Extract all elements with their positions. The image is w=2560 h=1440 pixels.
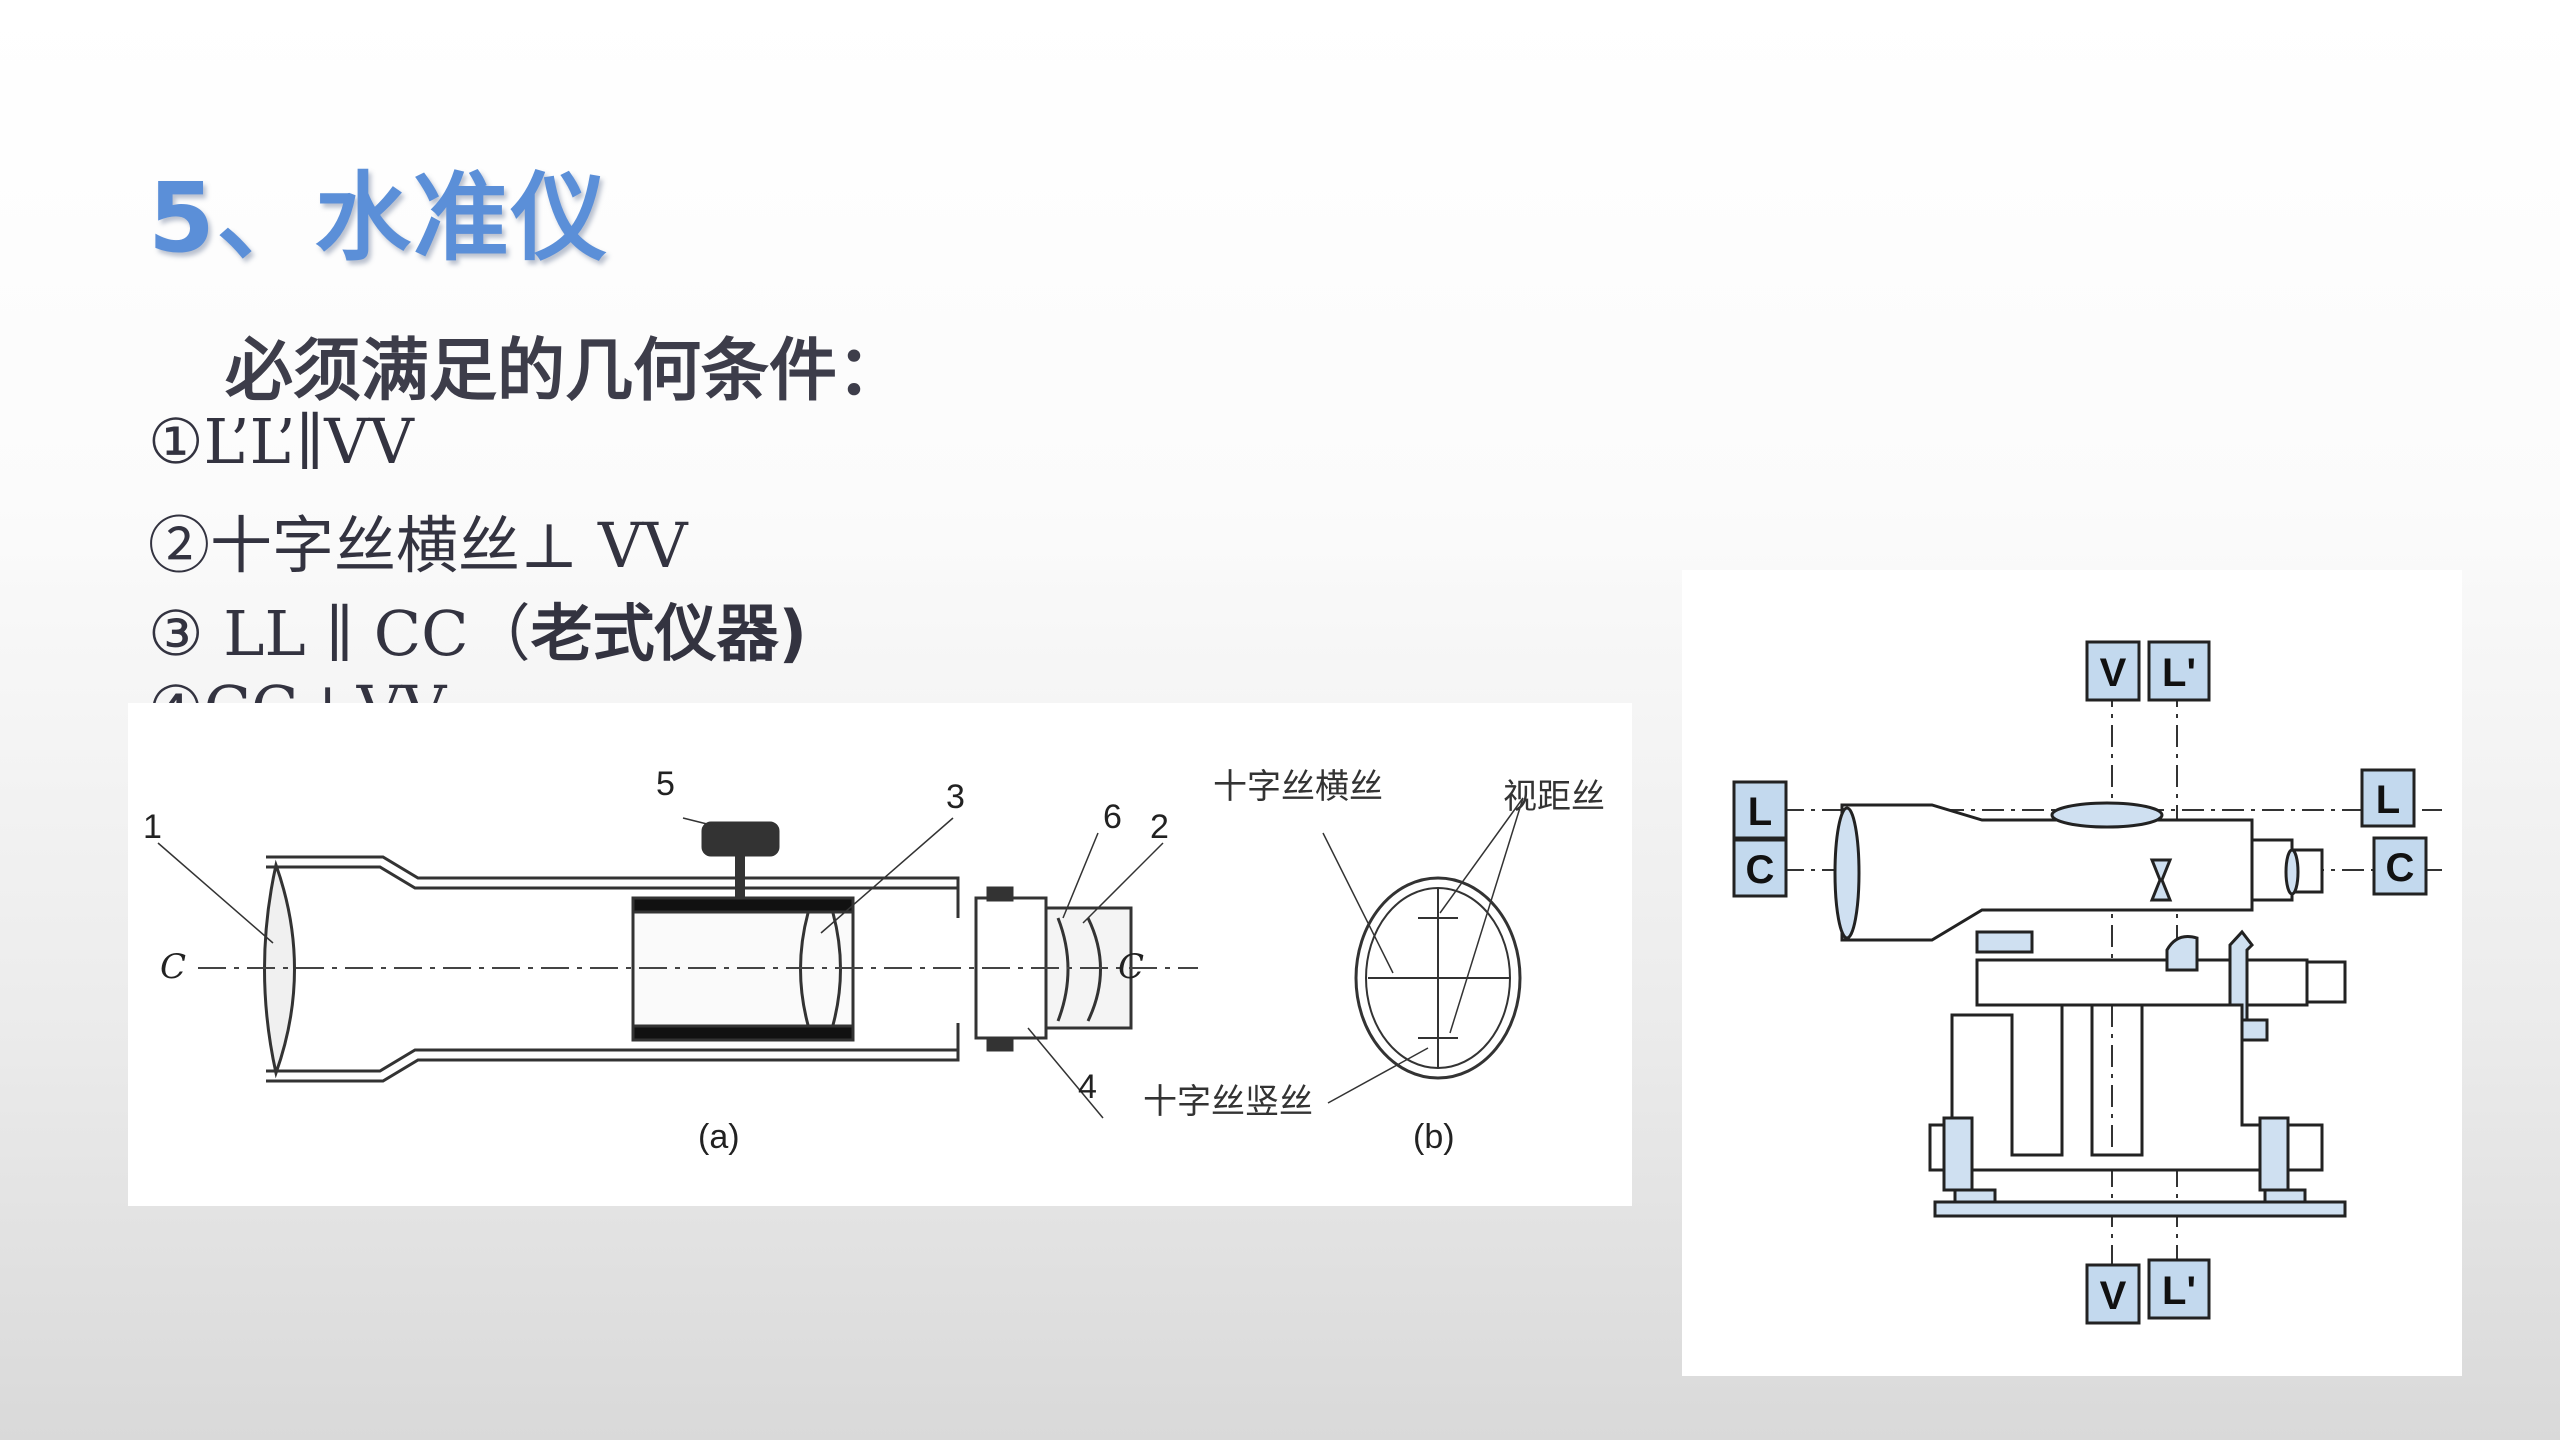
slide-title: 5、水准仪 [148, 162, 609, 274]
part-number-6: 6 [1103, 798, 1122, 836]
condition-3-note: 老式仪器) [530, 597, 807, 670]
part-number-1: 1 [143, 808, 162, 846]
label-v-bottom: V [2100, 1274, 2127, 1318]
level-axes-diagram-panel: V L' L C L C V L' [1682, 570, 2462, 1376]
circular-level [2165, 935, 2199, 972]
stadia-hair-label: 视距丝 [1503, 777, 1605, 817]
part-number-4: 4 [1078, 1068, 1097, 1106]
axis-label-c-right: C [1118, 947, 1144, 987]
condition-3: ③ LL ∥ CC（老式仪器) [148, 583, 807, 673]
conditions-heading: 必须满足的几何条件： [225, 332, 906, 411]
part-number-2: 2 [1150, 808, 1169, 846]
label-c-right: C [2386, 846, 2415, 890]
condition-2: ②十字丝横丝⊥ VV [148, 509, 688, 582]
crosshair-vertical-label: 十字丝竖丝 [1143, 1082, 1313, 1122]
reticle-circle [1322, 797, 1524, 1104]
label-v-top: V [2100, 651, 2127, 695]
label-l-left: L [1748, 790, 1772, 834]
horizontal-support [1975, 958, 2309, 1007]
crosshair-horizontal-label: 十字丝横丝 [1213, 767, 1383, 807]
vertical-axis-column [1928, 1003, 2324, 1172]
telescope-diagram-panel: 1 5 3 6 2 4 C C (a) (b) 十字丝横丝 视距丝 十字丝竖丝 [128, 703, 1632, 1206]
focusing-knob [701, 821, 780, 857]
label-c-left: C [1746, 848, 1775, 892]
caption-a: (a) [698, 1118, 740, 1156]
telescope-body [1840, 803, 2254, 942]
objective-lens [1833, 806, 1861, 940]
condition-3-text: ③ LL ∥ CC（ [148, 597, 531, 670]
condition-1: ①L’L’∥VV [148, 405, 414, 478]
label-lprime-bottom: L' [2162, 1269, 2196, 1313]
caption-b: (b) [1413, 1118, 1455, 1156]
part-number-5: 5 [656, 765, 675, 803]
objective-tube-outline [266, 855, 960, 918]
base-plate [1933, 1200, 2347, 1218]
tubular-level-vial [2050, 801, 2164, 829]
label-l-right: L [2376, 778, 2400, 822]
objective-lens [263, 859, 296, 1079]
telescope-diagram: 1 5 3 6 2 4 C C (a) (b) 十字丝横丝 视距丝 十字丝竖丝 [143, 765, 1605, 1156]
level-axes-diagram: V L' L C L C V L' [1732, 640, 2442, 1325]
label-lprime-top: L' [2162, 651, 2196, 695]
axis-label-c-left: C [160, 947, 186, 987]
part-number-3: 3 [946, 778, 965, 816]
